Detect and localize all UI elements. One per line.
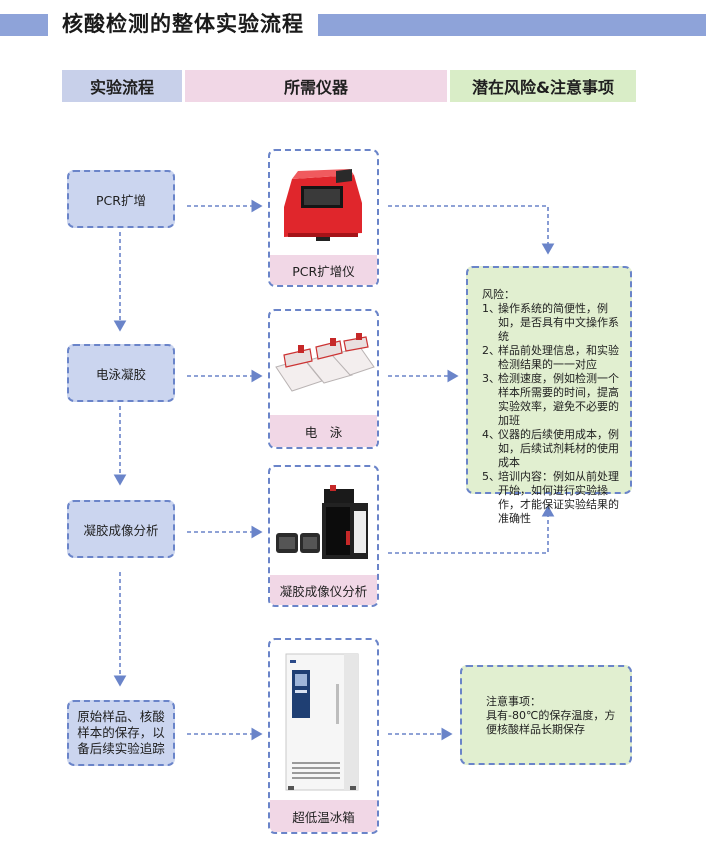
risk-item: 1、 操作系统的简便性，例如，是否具有中文操作系统 <box>482 302 622 344</box>
risk-item-text: 仪器的后续使用成本，例如，后续试剂耗材的使用成本 <box>498 428 619 469</box>
arrow-instr3-risk <box>388 505 555 554</box>
instrument-pcr-box: PCR扩增仪 <box>268 149 379 287</box>
risk-item-text: 检测速度，例如检测一个样本所需要的时间，提高实验效率，避免不必要的加班 <box>498 372 619 427</box>
title-bar-right <box>318 14 706 36</box>
risk-item-number: 1、 <box>482 302 500 315</box>
risk-item-text: 操作系统的简便性，例如，是否具有中文操作系统 <box>498 302 619 343</box>
electrophoresis-tank-image <box>275 333 375 392</box>
instrument-gel-imager-box: 凝胶成像仪分析 <box>268 465 379 607</box>
step-electrophoresis: 电泳凝胶 <box>67 344 175 402</box>
instrument-label: 电 泳 <box>270 415 377 447</box>
step-gel-imaging: 凝胶成像分析 <box>67 500 175 558</box>
risk-item-number: 2、 <box>482 344 500 357</box>
caution-text: 具有-80℃的保存温度，方便核酸样品长期保存 <box>486 709 616 736</box>
header-risks: 潜在风险&注意事项 <box>450 70 636 102</box>
title-bar-left <box>0 14 48 36</box>
risk-item-number: 3、 <box>482 372 500 385</box>
header-process: 实验流程 <box>62 70 182 102</box>
page-title: 核酸检测的整体实验流程 <box>62 12 304 36</box>
caution-heading: 注意事项： <box>486 695 541 708</box>
step-pcr: PCR扩增 <box>67 170 175 228</box>
ultra-low-freezer-image <box>285 653 359 791</box>
instrument-label: 超低温冰箱 <box>270 800 377 832</box>
step-sample-storage: 原始样品、核酸样本的保存，以备后续实验追踪 <box>67 700 175 766</box>
arrow-instr1-risk <box>388 205 555 255</box>
pcr-thermocycler-image <box>284 169 362 241</box>
risk-heading: 风险： <box>482 288 515 301</box>
risk-box: 风险： 1、 操作系统的简便性，例如，是否具有中文操作系统 2、 样品前处理信息… <box>466 266 632 525</box>
instrument-label: 凝胶成像仪分析 <box>270 575 377 605</box>
instrument-label: PCR扩增仪 <box>270 255 377 285</box>
caution-box: 注意事项： 具有-80℃的保存温度，方便核酸样品长期保存 <box>460 665 632 765</box>
risk-item-number: 5、 <box>482 470 500 483</box>
instrument-electrophoresis-box: 电 泳 <box>268 309 379 449</box>
risk-item: 4、 仪器的后续使用成本，例如，后续试剂耗材的使用成本 <box>482 428 622 470</box>
risk-item: 2、 样品前处理信息，和实验检测结果的一一对应 <box>482 344 622 372</box>
instrument-freezer-box: 超低温冰箱 <box>268 638 379 834</box>
risk-item-number: 4、 <box>482 428 500 441</box>
header-instruments: 所需仪器 <box>185 70 447 102</box>
risk-item: 5、 培训内容：例如从前处理开始，如何进行实验操作，才能保证实验结果的准确性 <box>482 470 622 526</box>
gel-imager-image <box>276 485 368 559</box>
risk-item-text: 培训内容：例如从前处理开始，如何进行实验操作，才能保证实验结果的准确性 <box>498 470 619 525</box>
risk-item: 3、 检测速度，例如检测一个样本所需要的时间，提高实验效率，避免不必要的加班 <box>482 372 622 428</box>
risk-item-text: 样品前处理信息，和实验检测结果的一一对应 <box>498 344 619 371</box>
